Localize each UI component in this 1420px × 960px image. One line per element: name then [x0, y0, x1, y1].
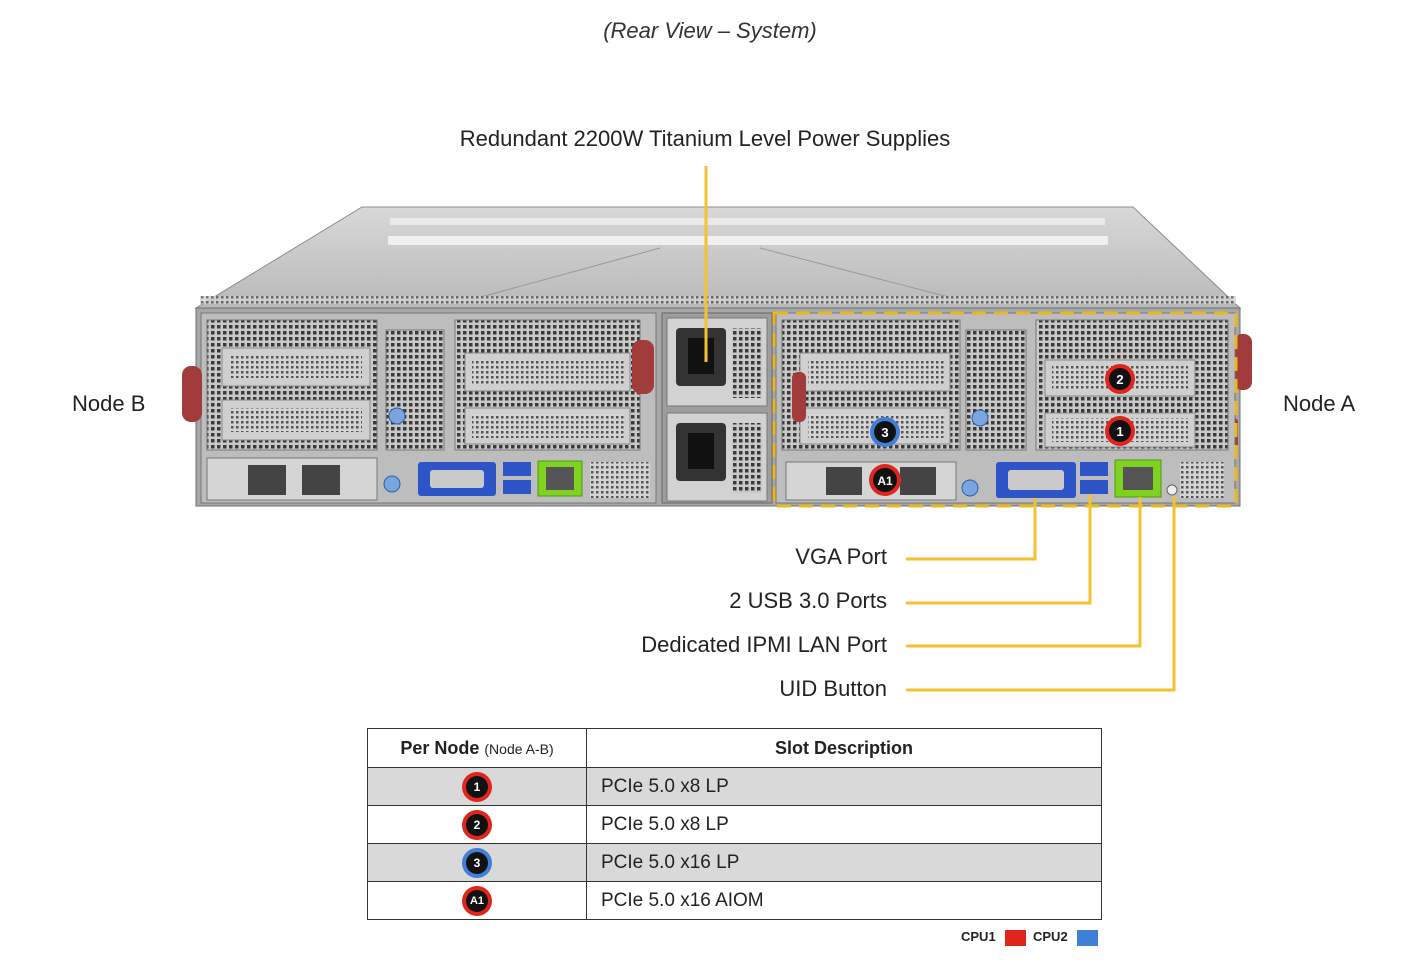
- ipmi-callout-label: Dedicated IPMI LAN Port: [641, 632, 887, 657]
- lan-port-b2: [302, 465, 340, 495]
- legend-cpu2-label: CPU2: [1033, 929, 1068, 944]
- usb-port-a2: [1080, 480, 1108, 494]
- slot-badge: A1: [462, 885, 492, 916]
- slot-table-header: Per Node (Node A-B) Slot Description: [367, 728, 1102, 768]
- legend-cpu1-label: CPU1: [961, 929, 996, 944]
- table-row: 2 PCIe 5.0 x8 LP: [367, 805, 1102, 844]
- slot-badge: 3: [462, 847, 492, 878]
- marker-slot-2-text: 2: [1116, 372, 1123, 387]
- slot-description: PCIe 5.0 x16 LP: [586, 843, 1102, 882]
- top-rail-2: [388, 236, 1108, 245]
- table-row: 3 PCIe 5.0 x16 LP: [367, 843, 1102, 882]
- uid-button: [1166, 484, 1178, 496]
- figure-caption: (Rear View – System): [603, 18, 817, 43]
- psu-label: Redundant 2200W Titanium Level Power Sup…: [459, 126, 951, 151]
- usb-callout-label: 2 USB 3.0 Ports: [729, 588, 887, 613]
- callout-lines: [704, 166, 1176, 692]
- node-b: [200, 312, 657, 504]
- uid-callout-label: UID Button: [779, 676, 887, 701]
- slot-description: PCIe 5.0 x16 AIOM: [586, 881, 1102, 920]
- handle-node-a: [1234, 334, 1252, 390]
- handle-node-b: [182, 366, 202, 422]
- node-a-label: Node A: [1283, 391, 1356, 416]
- table-row: A1 PCIe 5.0 x16 AIOM: [367, 881, 1102, 920]
- header-per-node: Per Node (Node A-B): [367, 728, 587, 768]
- node-b-label: Node B: [72, 391, 146, 416]
- marker-aiom-text: A1: [877, 474, 893, 488]
- vga-callout-label: VGA Port: [795, 544, 887, 569]
- marker-aiom: A1: [869, 464, 901, 496]
- marker-slot-1-text: 1: [1116, 424, 1123, 439]
- node-a-highlight: [772, 311, 1238, 508]
- vga-callout-line: [906, 498, 1037, 561]
- usb-port-a1: [1080, 462, 1108, 476]
- header-slot-description: Slot Description: [586, 728, 1102, 768]
- table-row: 1 PCIe 5.0 x8 LP: [367, 767, 1102, 806]
- slot-badge: 2: [462, 809, 492, 840]
- marker-slot-1: 1: [1105, 416, 1135, 446]
- usb-callout-line: [906, 494, 1092, 605]
- node-a: [775, 312, 1236, 504]
- power-supplies: [661, 312, 773, 504]
- legend-cpu1-swatch: [1005, 930, 1026, 946]
- marker-slot-3-text: 3: [881, 425, 888, 440]
- usb-port-b2: [503, 480, 531, 494]
- marker-slot-2: 2: [1105, 364, 1135, 394]
- thumbscrew-b: [388, 407, 406, 425]
- top-vent-strip: [200, 296, 1236, 304]
- slot-table: Per Node (Node A-B) Slot Description 1 P…: [367, 728, 1102, 920]
- slot-description: PCIe 5.0 x8 LP: [586, 767, 1102, 806]
- usb-port-b1: [503, 462, 531, 476]
- top-rail: [390, 218, 1105, 225]
- header-node-text: Per Node: [400, 737, 480, 758]
- slot-badge: 1: [462, 771, 492, 802]
- header-node-sub: (Node A-B): [484, 740, 554, 757]
- uid-callout-line: [906, 496, 1176, 692]
- handle-psu-left: [632, 340, 654, 394]
- slot-description: PCIe 5.0 x8 LP: [586, 805, 1102, 844]
- ipmi-callout-line: [906, 497, 1142, 648]
- marker-slot-3: 3: [870, 417, 900, 447]
- legend-cpu2-swatch: [1077, 930, 1098, 946]
- lan-port-b1: [248, 465, 286, 495]
